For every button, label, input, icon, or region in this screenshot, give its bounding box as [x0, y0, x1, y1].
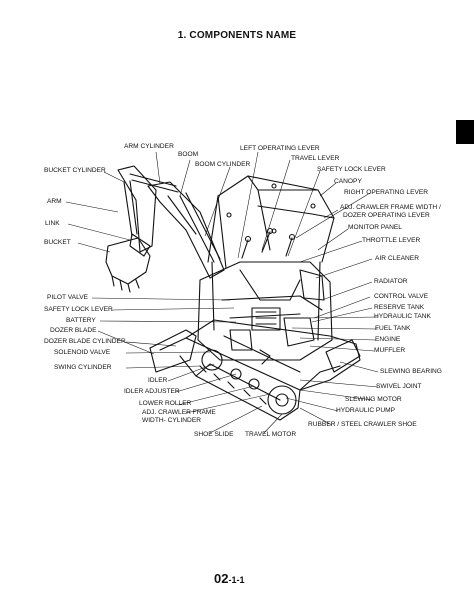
label-throttle-lever: THROTTLE LEVER	[362, 237, 421, 244]
label-rubber-steel-crawler-shoe: RUBBER / STEEL CRAWLER SHOE	[308, 421, 417, 428]
label-dozer-operating-lever: DOZER OPERATING LEVER	[343, 212, 430, 219]
label-radiator: RADIATOR	[374, 278, 408, 285]
label-width-cylinder: WIDTH- CYLINDER	[142, 417, 201, 424]
label-arm-cylinder: ARM CYLINDER	[124, 143, 174, 150]
page-number-main: 02	[214, 571, 229, 586]
label-boom: BOOM	[178, 151, 199, 158]
label-idler-adjuster: IDLER ADJUSTER	[124, 388, 180, 395]
label-safety-lock-lever-left: SAFETY LOCK LEVER	[44, 306, 113, 313]
label-solenoid-valve: SOLENOID VALVE	[54, 349, 111, 356]
label-pilot-valve: PILOT VALVE	[47, 294, 89, 301]
label-adj-crawler-frame-width: ADJ. CRAWLER FRAME WIDTH /	[340, 204, 441, 211]
label-left-operating-lever: LEFT OPERATING LEVER	[240, 145, 320, 152]
label-engine: ENGINE	[375, 336, 401, 343]
section-tab-marker	[456, 120, 474, 144]
label-reserve-tank: RESERVE TANK	[374, 304, 425, 311]
label-hydraulic-tank: HYDRAULIC TANK	[374, 313, 431, 320]
label-lower-roller: LOWER ROLLER	[139, 400, 192, 407]
label-bucket-cylinder: BUCKET CYLINDER	[44, 167, 106, 174]
label-swivel-joint: SWIVEL JOINT	[376, 383, 422, 390]
page-number-sub: -1-1	[228, 575, 245, 585]
label-arm: ARM	[47, 198, 62, 205]
label-battery: BATTERY	[66, 317, 96, 324]
label-idler: IDLER	[148, 377, 168, 384]
label-link: LINK	[45, 220, 60, 227]
page-title: 1. COMPONENTS NAME	[177, 30, 297, 41]
label-hydraulic-pump: HYDRAULIC PUMP	[336, 407, 395, 414]
label-swing-cylinder: SWING CYLINDER	[54, 364, 112, 371]
label-safety-lock-lever-top: SAFETY LOCK LEVER	[317, 166, 386, 173]
label-monitor-panel: MONITOR PANEL	[348, 224, 402, 231]
label-slewing-bearing: SLEWING BEARING	[380, 368, 442, 375]
label-travel-motor: TRAVEL MOTOR	[245, 431, 297, 438]
label-muffler: MUFFLER	[374, 347, 406, 354]
label-canopy: CANOPY	[334, 178, 362, 185]
label-travel-lever: TRAVEL LEVER	[291, 155, 340, 162]
label-dozer-blade-cylinder: DOZER BLADE CYLINDER	[44, 338, 126, 345]
label-right-operating-lever: RIGHT OPERATING LEVER	[344, 189, 429, 196]
label-slewing-motor: SLEWING MOTOR	[345, 396, 402, 403]
label-air-cleaner: AIR CLEANER	[375, 255, 419, 262]
label-boom-cylinder: BOOM CYLINDER	[195, 161, 251, 168]
label-dozer-blade: DOZER BLADE	[50, 327, 97, 334]
label-control-valve: CONTROL VALVE	[374, 293, 429, 300]
label-adj-crawler-frame: ADJ. CRAWLER FRAME	[142, 409, 216, 416]
label-shoe-slide: SHOE SLIDE	[194, 431, 234, 438]
label-bucket: BUCKET	[44, 239, 71, 246]
page-number: 02-1-1	[214, 571, 244, 586]
label-fuel-tank: FUEL TANK	[375, 325, 411, 332]
